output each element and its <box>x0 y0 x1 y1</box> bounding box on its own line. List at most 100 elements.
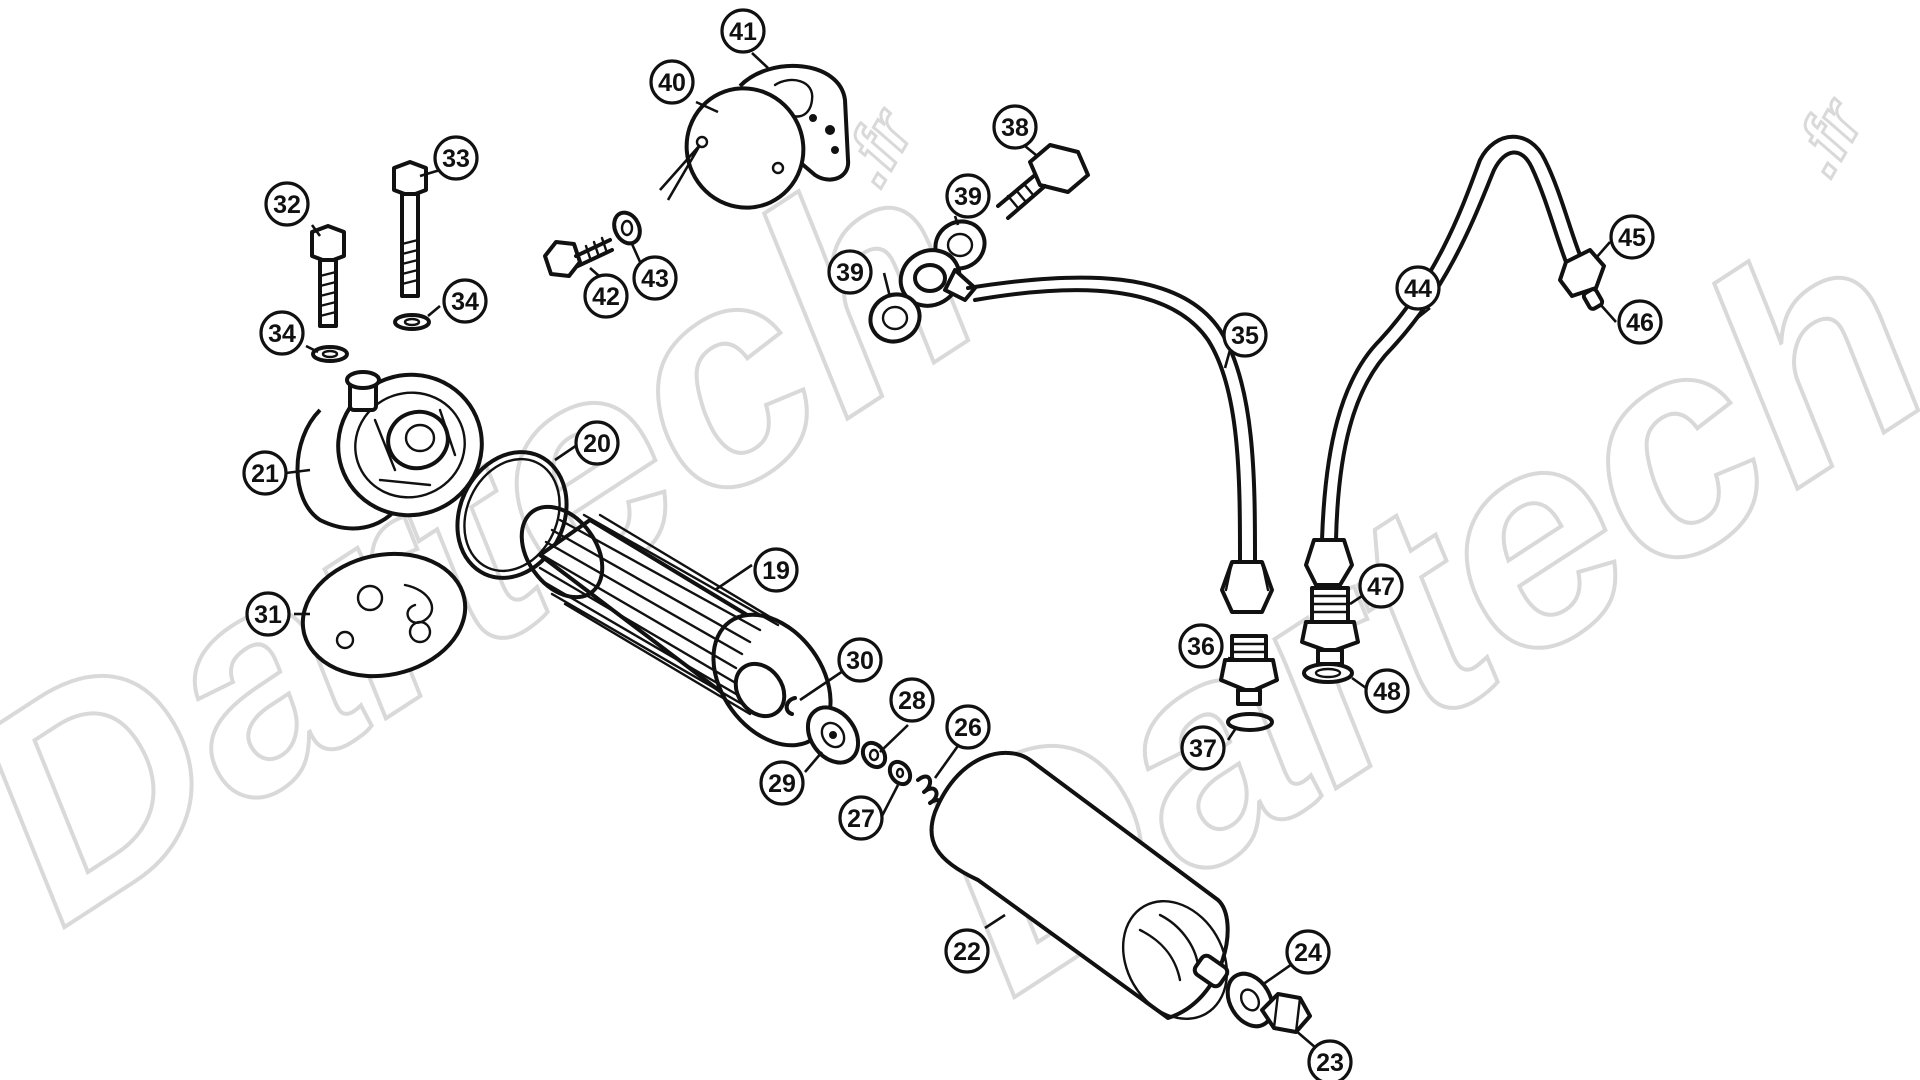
callout-c40: 40 <box>649 59 695 105</box>
watermark-right: Dartech <box>860 161 1920 1055</box>
callout-circle <box>1617 299 1663 345</box>
callout-number: 21 <box>251 460 279 488</box>
callout-circle <box>1364 668 1410 714</box>
sealing-washer <box>887 759 913 787</box>
callout-number: 20 <box>583 430 611 458</box>
filter-bowl <box>929 751 1230 1021</box>
callout-circle <box>1285 929 1331 975</box>
callout-circle <box>583 273 629 319</box>
callout-c31: 31 <box>245 591 291 637</box>
pipe-end-nipple <box>1581 287 1605 311</box>
callout-number: 47 <box>1367 573 1395 601</box>
watermark-left: Dartech <box>0 91 1034 985</box>
callout-circle <box>245 591 291 637</box>
callout-number: 44 <box>1404 275 1432 303</box>
callout-number: 19 <box>762 557 790 585</box>
callout-c44: 44 <box>1395 265 1441 311</box>
callout-circle <box>889 677 935 723</box>
callout-number: 34 <box>268 320 296 348</box>
oil-pipe-left <box>966 275 1274 614</box>
callout-number: 36 <box>1187 633 1215 661</box>
callout-c46: 46 <box>1617 299 1663 345</box>
callout-number: 37 <box>1189 735 1217 763</box>
filter-element <box>519 504 833 748</box>
callout-number: 39 <box>954 183 982 211</box>
callout-c41: 41 <box>720 8 766 54</box>
callout-number: 39 <box>836 259 864 287</box>
callout-number: 34 <box>451 288 479 316</box>
callout-number: 28 <box>898 687 926 715</box>
callout-circle <box>944 928 990 974</box>
callout-number: 24 <box>1294 939 1322 967</box>
callout-circle <box>827 249 873 295</box>
callout-number: 46 <box>1626 309 1654 337</box>
callout-c38: 38 <box>992 104 1038 150</box>
callout-number: 42 <box>592 283 620 311</box>
callout-circle <box>753 547 799 593</box>
callout-c22: 22 <box>944 928 990 974</box>
callout-c37: 37 <box>1180 725 1226 771</box>
callout-circle <box>945 173 991 219</box>
callout-c39a: 39 <box>945 173 991 219</box>
callouts: 19 20 21 22 23 24 26 27 28 29 30 31 32 33 34 34 35 36 37 38… <box>242 8 1663 1080</box>
o-ring-seal <box>455 450 569 580</box>
callout-number: 40 <box>658 69 686 97</box>
callout-c34b: 34 <box>442 278 488 324</box>
callout-number: 30 <box>846 647 874 675</box>
callout-number: 38 <box>1001 114 1029 142</box>
callout-circle <box>242 450 288 496</box>
center-bolt <box>1260 992 1312 1034</box>
callout-number: 48 <box>1373 678 1401 706</box>
callout-number: 35 <box>1231 322 1259 350</box>
filter-head <box>295 370 484 531</box>
circlip <box>784 696 797 716</box>
callout-circle <box>1178 623 1224 669</box>
adaptor-washer <box>1226 712 1274 732</box>
callout-c35: 35 <box>1222 312 1268 358</box>
callout-circle <box>1222 312 1268 358</box>
callout-c29: 29 <box>759 760 805 806</box>
callout-circle <box>264 181 310 227</box>
callout-c45: 45 <box>1609 214 1655 260</box>
callout-circle <box>945 704 991 750</box>
bracket-washer <box>612 210 642 246</box>
callout-c24: 24 <box>1285 929 1331 975</box>
union-adaptor <box>1219 634 1279 706</box>
callout-number: 27 <box>847 805 875 833</box>
callout-circle <box>837 637 883 683</box>
banjo-washer-lower <box>868 292 922 344</box>
leader-lines <box>285 52 1617 1061</box>
callout-circle <box>632 255 678 301</box>
callout-circle <box>720 8 766 54</box>
callout-c33: 33 <box>433 135 479 181</box>
callout-c36: 36 <box>1178 623 1224 669</box>
callout-c43: 43 <box>632 255 678 301</box>
callout-c48: 48 <box>1364 668 1410 714</box>
callout-circle <box>1358 563 1404 609</box>
callout-c42: 42 <box>583 273 629 319</box>
watermark-left-brand: Dartech <box>0 93 1032 983</box>
callout-c20: 20 <box>574 420 620 466</box>
callout-circle <box>1307 1039 1353 1080</box>
gasket-plate <box>300 551 468 679</box>
callout-c47: 47 <box>1358 563 1404 609</box>
callout-circle <box>574 420 620 466</box>
seal-plate <box>805 705 861 765</box>
callout-circle <box>433 135 479 181</box>
callout-circle <box>759 760 805 806</box>
callout-c30: 30 <box>837 637 883 683</box>
callout-circle <box>442 278 488 324</box>
callout-c34a: 34 <box>259 310 305 356</box>
callout-number: 22 <box>953 938 981 966</box>
callout-c32: 32 <box>264 181 310 227</box>
callout-c27: 27 <box>838 795 884 841</box>
callout-c19: 19 <box>753 547 799 593</box>
callout-number: 31 <box>254 601 282 629</box>
callout-number: 23 <box>1316 1049 1344 1077</box>
callout-circle <box>992 104 1038 150</box>
callout-c28: 28 <box>889 677 935 723</box>
callout-number: 26 <box>954 714 982 742</box>
washer-bowl-bolt <box>1225 971 1275 1029</box>
washer-left <box>311 345 349 363</box>
